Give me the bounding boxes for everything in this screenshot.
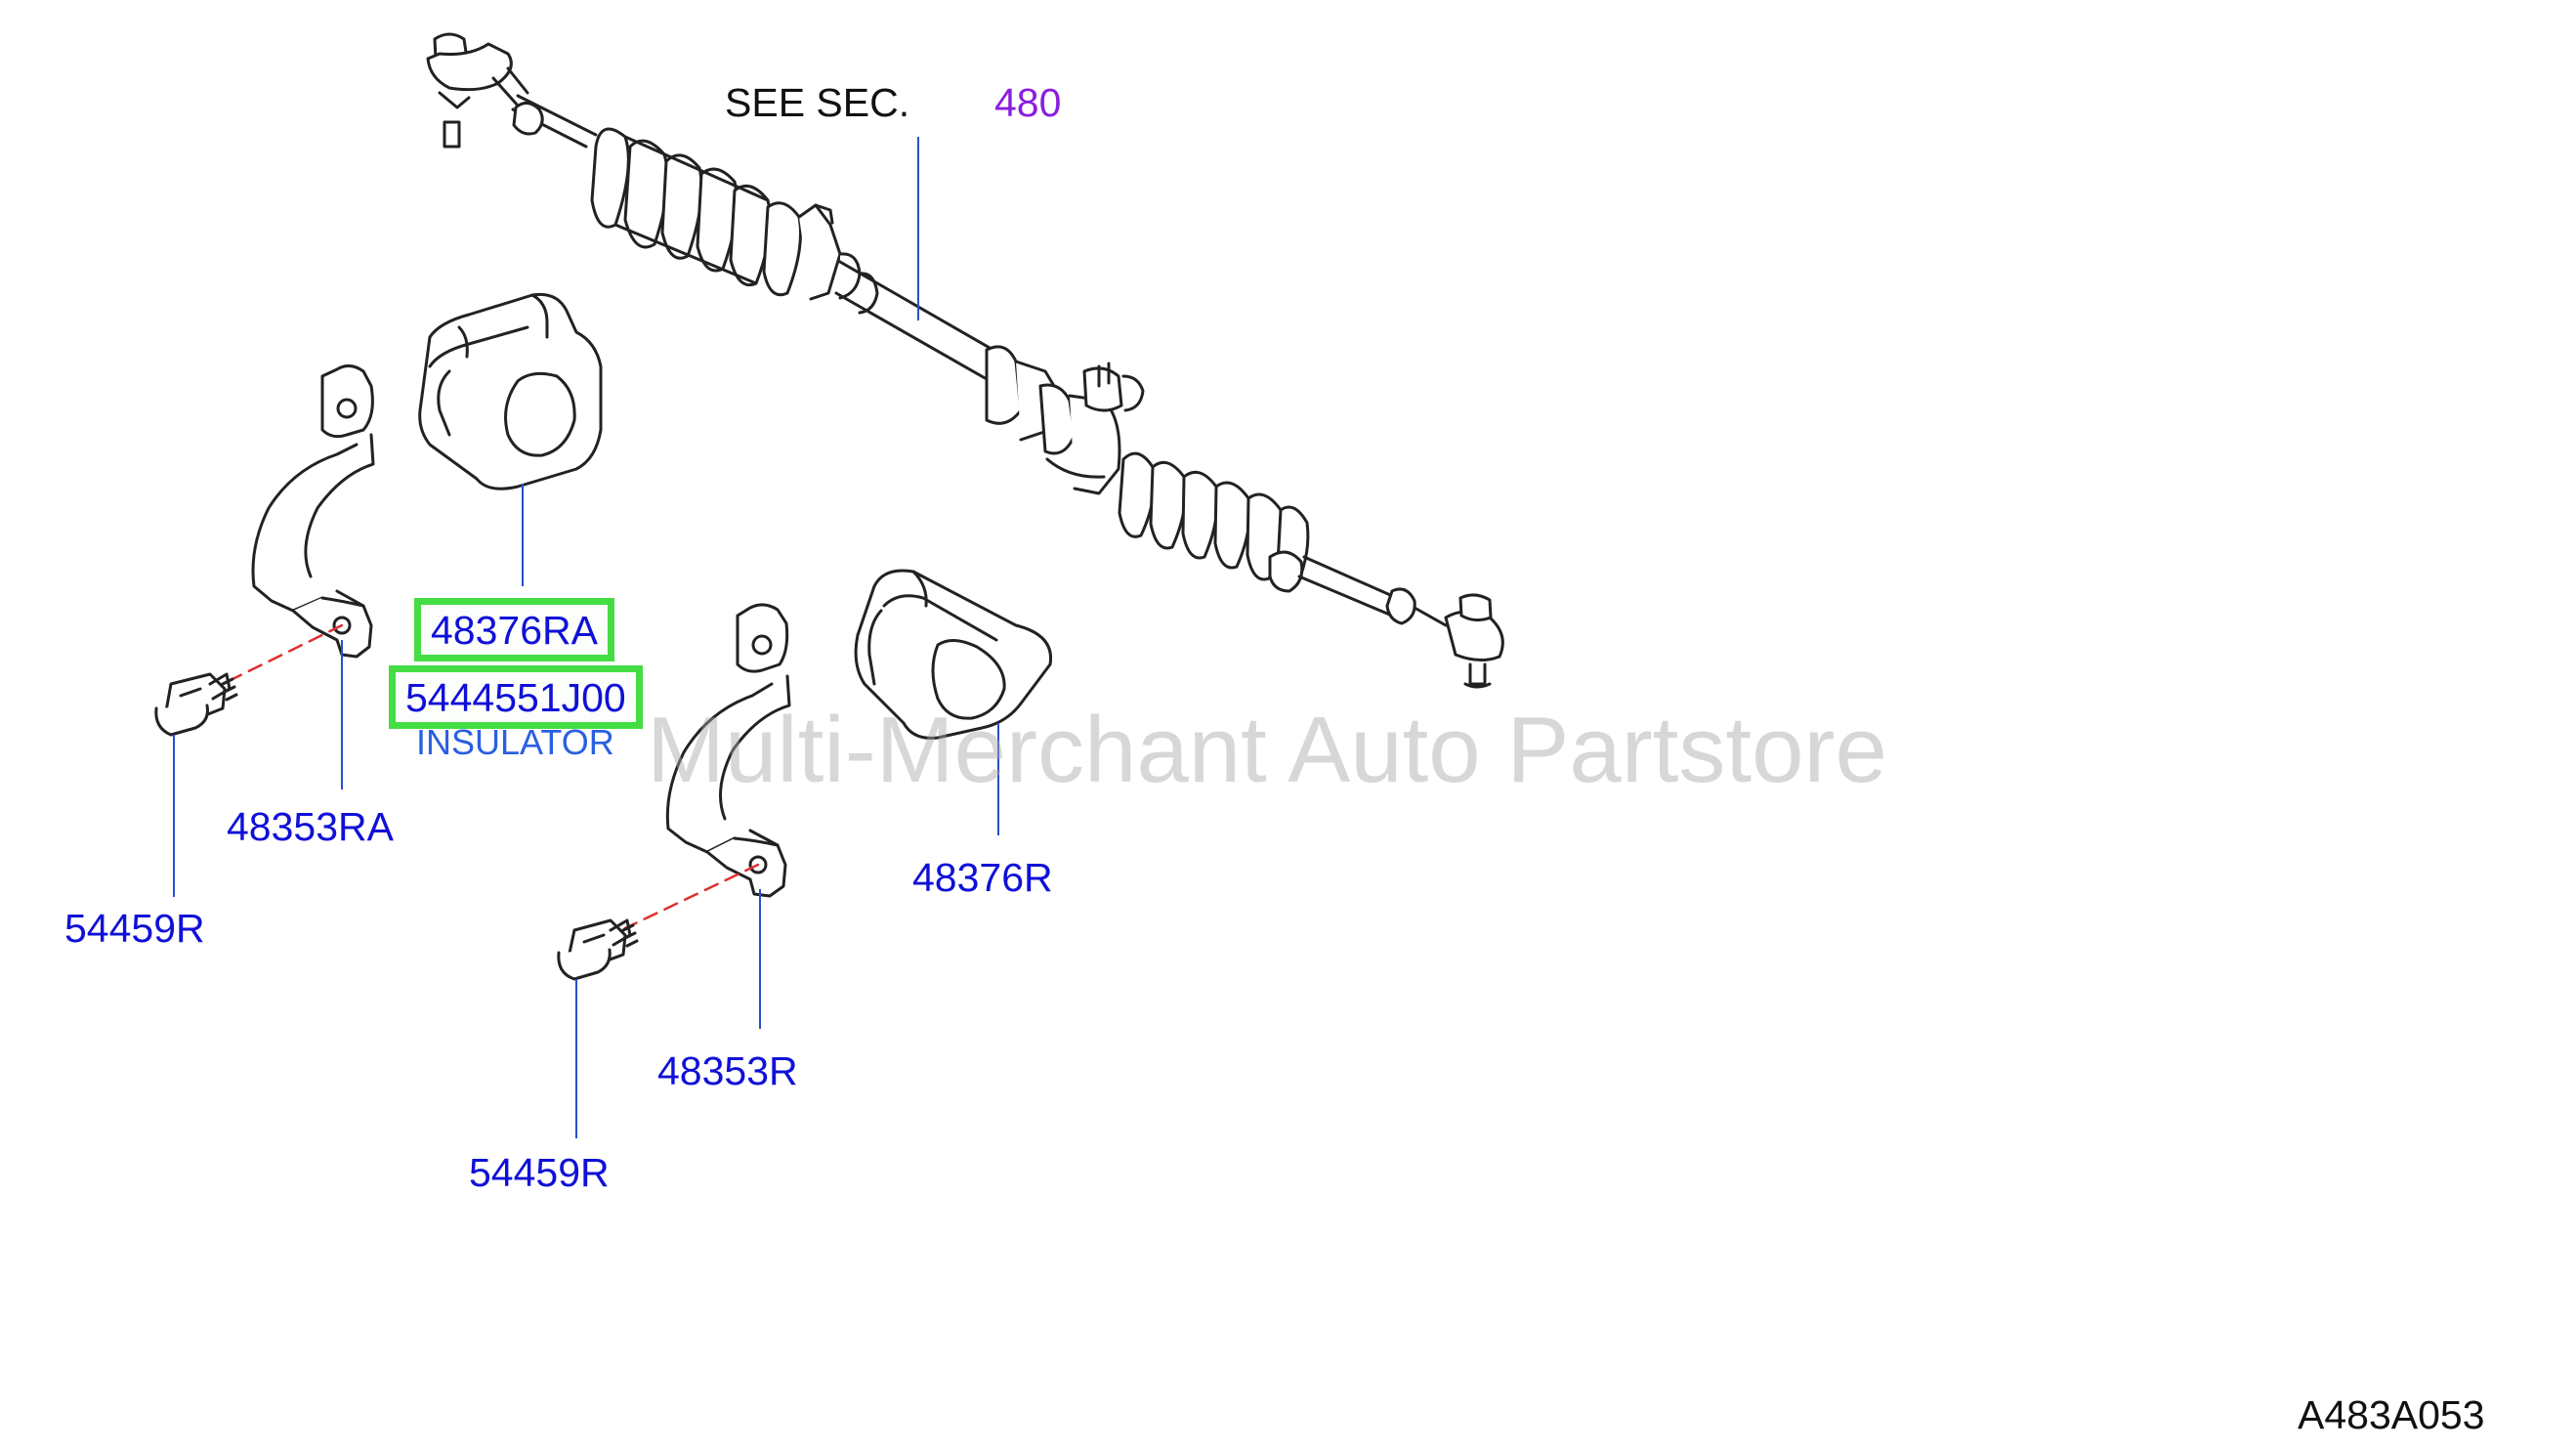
bolt-left-graphic: [154, 672, 238, 737]
figure-code: A483A053: [2298, 1392, 2485, 1437]
insulator-name-label: INSULATOR: [416, 722, 614, 762]
leader-lines: [173, 137, 999, 1138]
hidden-line-left: [221, 623, 344, 686]
part-48353RA-label[interactable]: 48353RA: [227, 804, 394, 849]
part-54459R-right-label[interactable]: 54459R: [469, 1150, 610, 1195]
hidden-line-right: [623, 863, 760, 930]
see-section-text: SEE SEC.: [725, 80, 910, 125]
clamp-right-graphic: [665, 603, 791, 898]
right-tie-rod-end: [1413, 593, 1504, 689]
part-48353R-label[interactable]: 48353R: [657, 1048, 798, 1093]
steering-rack-assembly: [426, 32, 1504, 689]
pinion-housing: [985, 345, 1145, 495]
left-boot: [590, 127, 802, 297]
part-5444551J00-highlighted[interactable]: 5444551J00: [389, 665, 643, 729]
insulator-upper-graphic: [418, 292, 603, 490]
part-54459R-left-label[interactable]: 54459R: [64, 906, 205, 951]
part-48376RA-highlighted[interactable]: 48376RA: [414, 598, 614, 661]
watermark-text: Multi-Merchant Auto Partstore: [647, 698, 1887, 802]
bolt-right-graphic: [557, 918, 639, 981]
left-tie-rod-end: [426, 32, 529, 149]
clamp-left-graphic: [251, 364, 375, 659]
right-boot: [1118, 451, 1310, 593]
insulator-right-graphic: [854, 569, 1053, 740]
section-number-link[interactable]: 480: [994, 80, 1062, 125]
part-48376R-label[interactable]: 48376R: [912, 855, 1053, 900]
